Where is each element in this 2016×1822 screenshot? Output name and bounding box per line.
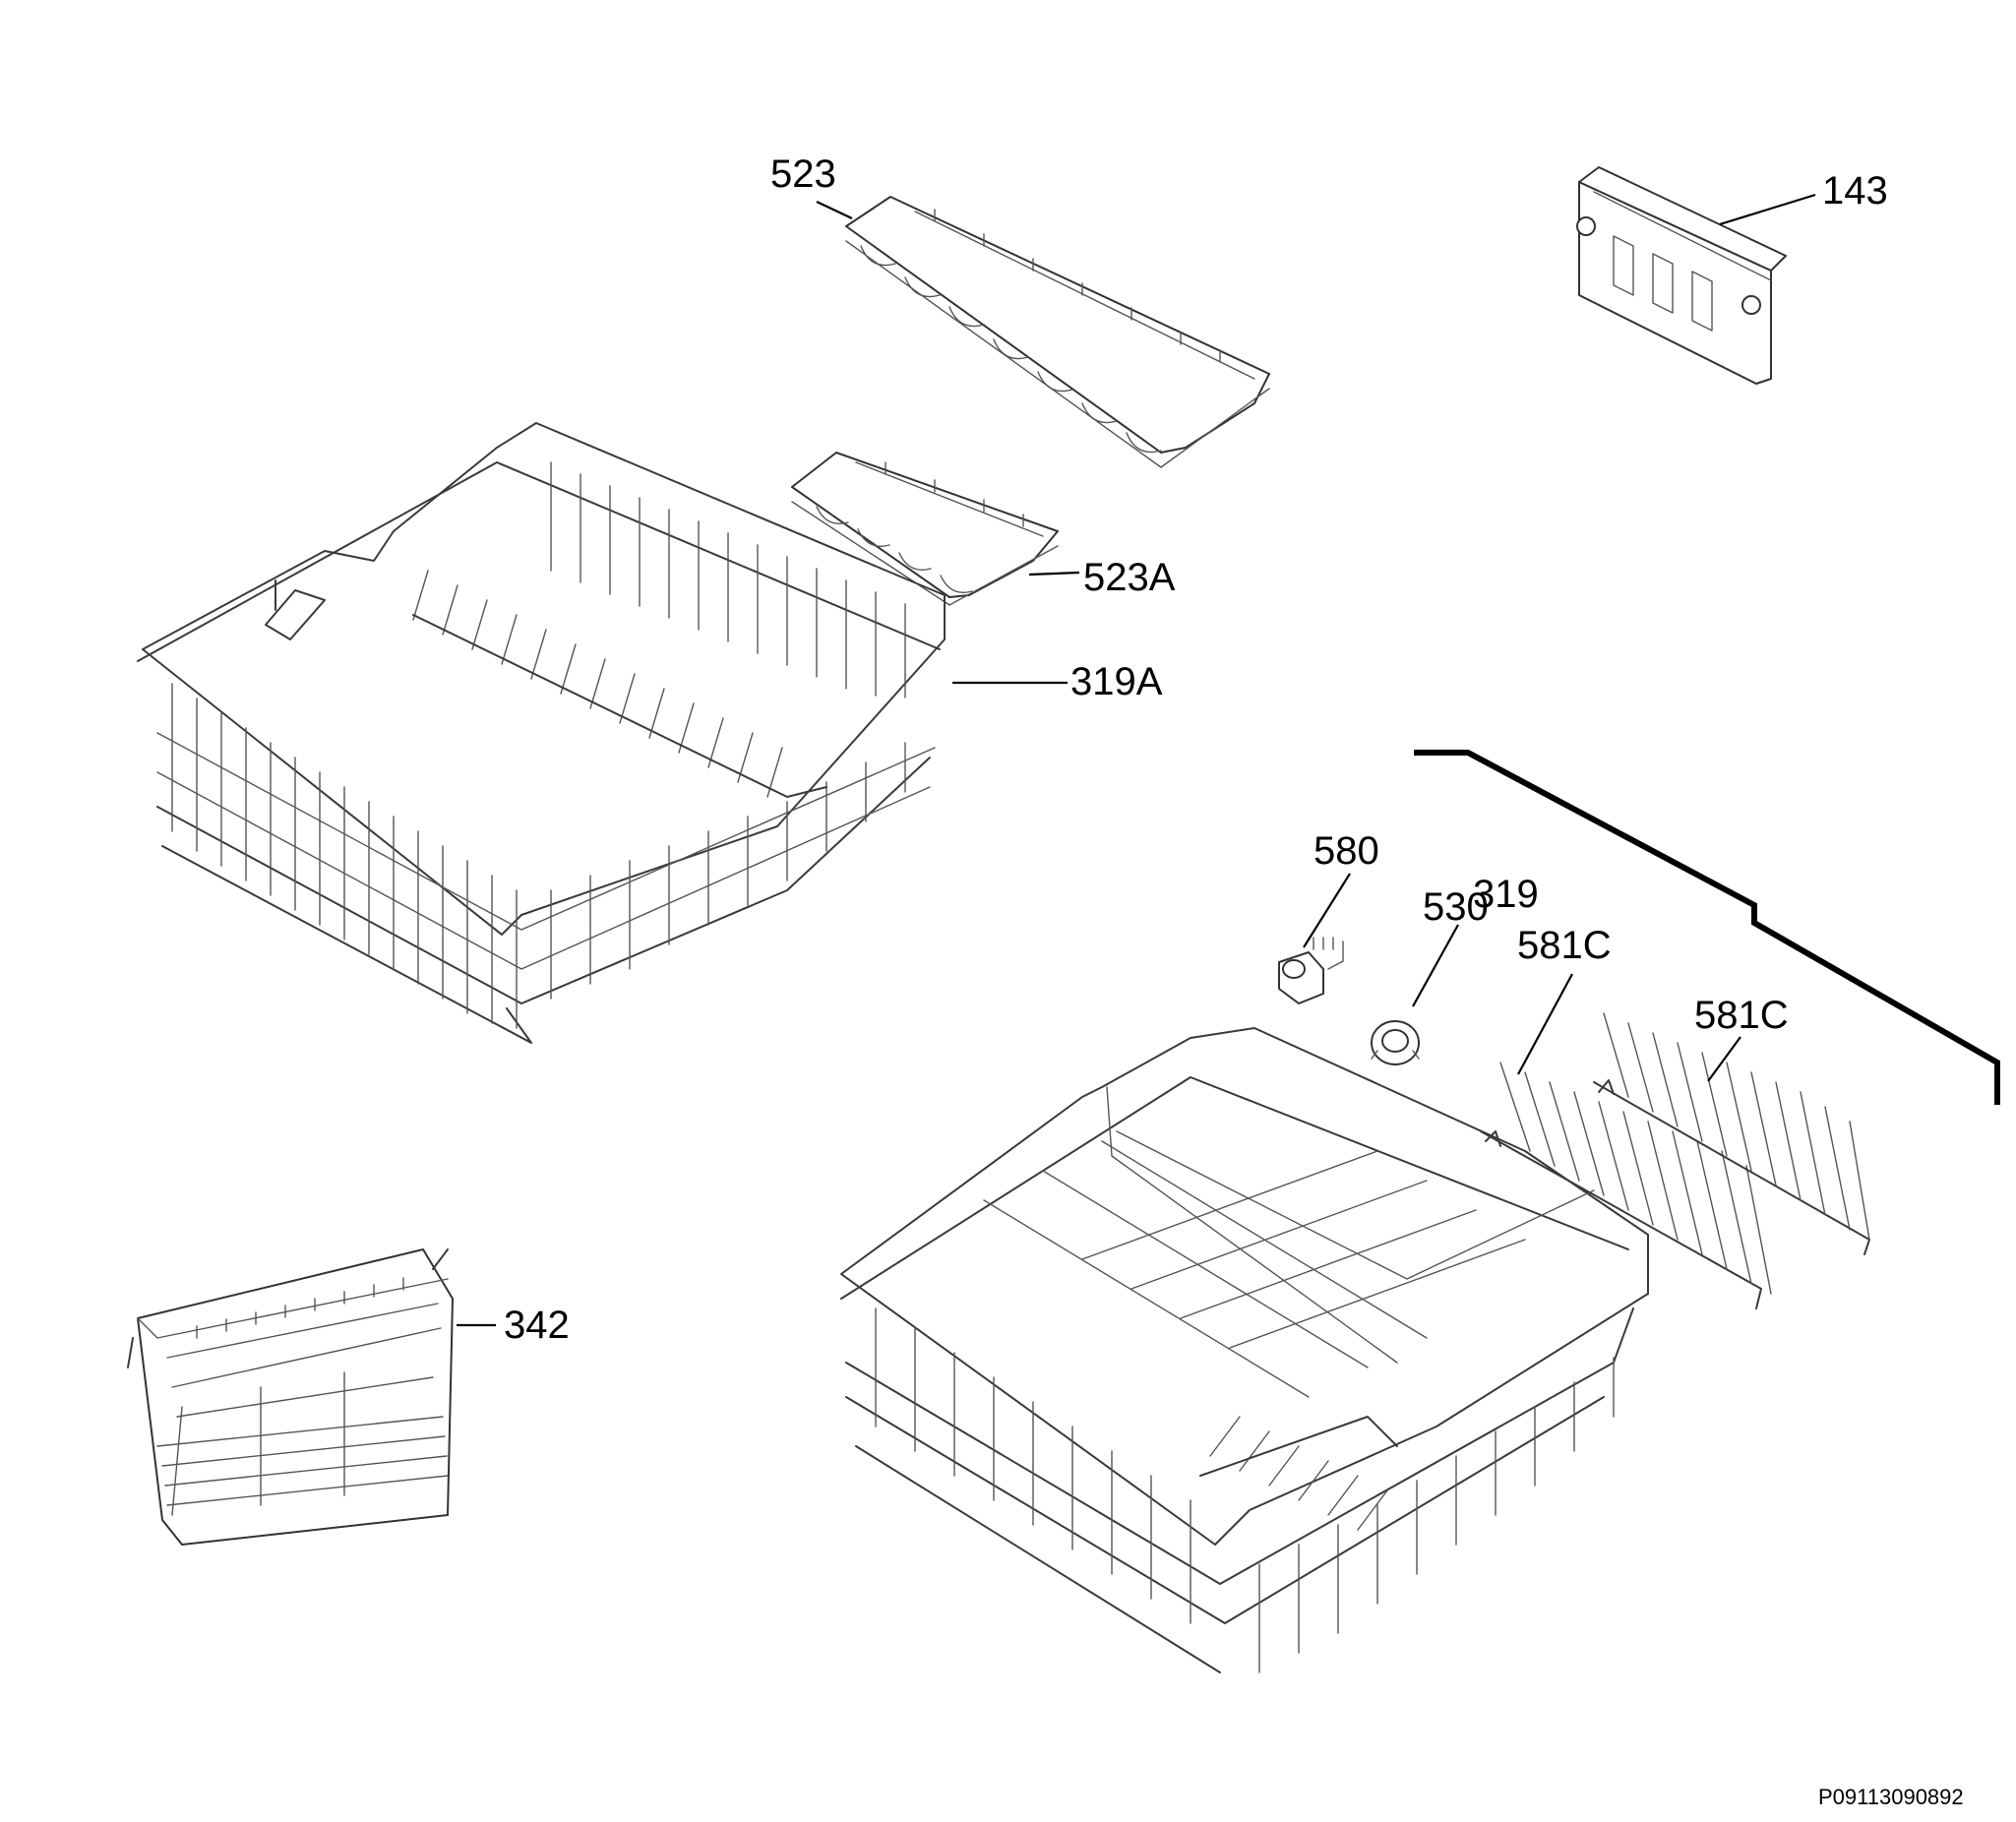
part-523-tine-rail	[845, 196, 1270, 468]
callout-143: 143	[1822, 169, 1888, 213]
document-id: P09113090892	[1818, 1785, 1964, 1809]
callout-581c-b: 581C	[1694, 994, 1789, 1037]
part-342-cutlery-basket	[127, 1248, 454, 1546]
part-581c-tine-row-b	[1593, 1012, 1870, 1255]
part-530-wheel	[1371, 1020, 1420, 1065]
assembly-bracket-319	[1414, 750, 2000, 1105]
callout-581c-a: 581C	[1517, 924, 1612, 967]
part-580-wheel-holder	[1278, 937, 1344, 1004]
part-581c-tine-row-a	[1480, 1062, 1772, 1309]
callout-319: 319	[1473, 873, 1539, 916]
callout-580: 580	[1313, 829, 1379, 873]
callout-523: 523	[770, 152, 836, 196]
part-143-rail-bracket	[1576, 166, 1787, 385]
part-319a-upper-basket	[137, 422, 946, 1044]
callout-319a: 319A	[1070, 660, 1163, 703]
callout-523a: 523A	[1083, 556, 1176, 599]
callout-530: 530	[1423, 885, 1489, 929]
leader-lines	[457, 193, 1816, 1327]
part-319-lower-basket	[840, 1027, 1649, 1673]
callout-342: 342	[504, 1304, 570, 1347]
part-523a-small-tine-rail	[791, 452, 1059, 606]
